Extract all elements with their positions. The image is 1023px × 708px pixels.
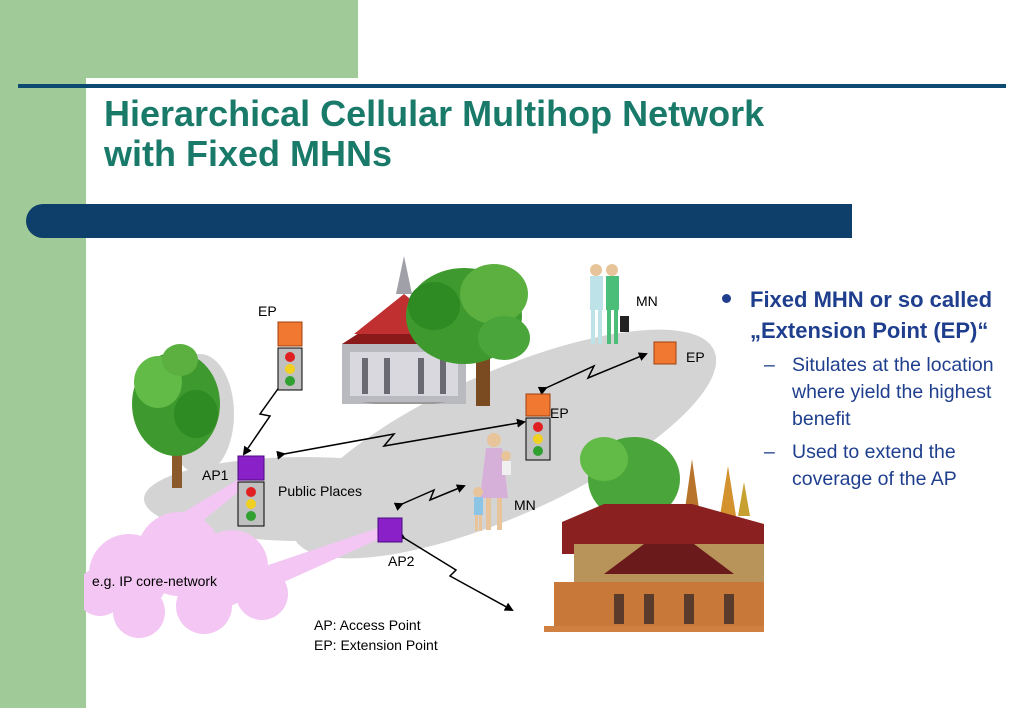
label-public-places: Public Places (278, 483, 362, 499)
title-line-2: with Fixed MHNs (104, 133, 393, 174)
mobile-node-persons-icon (590, 264, 629, 344)
sub-bullet-item: –Situlates at the location where yield t… (722, 352, 1012, 433)
sub-bullet-text: Situlates at the location where yield th… (792, 354, 994, 430)
sub-bullet-text: Used to extend the coverage of the AP (792, 441, 957, 490)
label-ep-top: EP (258, 303, 277, 319)
ep-node-right (653, 341, 677, 365)
core-network-cloud (84, 476, 386, 638)
label-ep-right: EP (686, 349, 705, 365)
bullet-main: Fixed MHN or so called „Extension Point … (722, 284, 1012, 346)
label-core-network: e.g. IP core-network (92, 573, 218, 589)
slide-title: Hierarchical Cellular Multihop Network w… (104, 94, 764, 174)
label-mn-top: MN (636, 293, 658, 309)
label-ep-center: EP (550, 405, 569, 421)
dash-marker: – (764, 354, 775, 376)
green-side-bar (0, 78, 86, 708)
large-tree-icon (406, 264, 530, 406)
top-rule (18, 84, 1006, 88)
label-ap1: AP1 (202, 467, 229, 483)
palace-icon (544, 437, 764, 632)
label-ap2: AP2 (388, 553, 415, 569)
network-diagram: EP MN EP EP AP1 Public Places MN AP2 e.g… (84, 256, 764, 653)
dash-marker: – (764, 441, 775, 463)
tree-icon (132, 344, 220, 488)
bullet-dot (722, 294, 731, 303)
ep-node-center (525, 393, 551, 461)
ep-node-top (277, 321, 303, 391)
wireless-links (242, 352, 648, 611)
title-line-1: Hierarchical Cellular Multihop Network (104, 93, 765, 134)
ap2-node (377, 517, 403, 543)
legend-ap: AP: Access Point (314, 617, 421, 633)
ap1-node (237, 455, 265, 527)
title-band (26, 204, 852, 238)
legend-ep: EP: Extension Point (314, 637, 438, 653)
bullet-list: Fixed MHN or so called „Extension Point … (722, 284, 1012, 499)
label-mn-center: MN (514, 497, 536, 513)
bullet-main-text: Fixed MHN or so called „Extension Point … (750, 287, 993, 343)
sub-bullet-item: –Used to extend the coverage of the AP (722, 439, 1012, 493)
sub-bullet-list: –Situlates at the location where yield t… (722, 352, 1012, 493)
green-header-block (0, 0, 358, 78)
